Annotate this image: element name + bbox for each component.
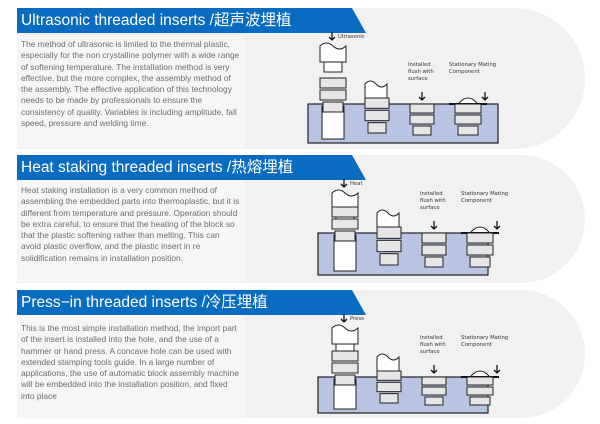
- insert-ring: [421, 244, 447, 256]
- insert-ring: [376, 239, 402, 253]
- section-body: This is the most simple installation met…: [17, 315, 245, 417]
- insert-ring: [457, 125, 479, 136]
- arrow-down-icon: [493, 365, 501, 374]
- insert-ring: [466, 232, 494, 244]
- insert-ring: [424, 256, 444, 268]
- section-title: Ultrasonic threaded inserts /超声波埋植: [17, 8, 366, 33]
- mating-label: Stationary Mating: [461, 335, 508, 341]
- insert-ring: [421, 376, 447, 386]
- flush-label: surface: [408, 76, 428, 82]
- insert-ring: [376, 370, 402, 381]
- screw-head: [470, 370, 490, 377]
- section-body: Heat staking installation is a very comm…: [17, 180, 245, 282]
- tool-head: [364, 80, 388, 101]
- insert-ring: [331, 218, 359, 230]
- insert-ring: [334, 374, 356, 386]
- insert-ring: [469, 256, 491, 268]
- insert-ring: [319, 77, 347, 89]
- insert-ring: [421, 386, 447, 396]
- mating-label: Component: [461, 342, 492, 348]
- tool-label: Ultrasonic: [338, 34, 365, 40]
- tool-head: [376, 209, 400, 230]
- tool-head: [319, 42, 347, 63]
- flush-label: Installed: [408, 62, 431, 68]
- screw-head: [470, 226, 490, 233]
- tool-head: [376, 353, 400, 374]
- mating-label: Component: [449, 69, 480, 75]
- flush-label: flush with: [408, 69, 434, 75]
- mating-label: Component: [461, 198, 492, 204]
- insert-ring: [376, 381, 402, 393]
- insert-ring: [331, 350, 359, 362]
- insert-ring: [469, 396, 491, 406]
- insert-ring: [331, 206, 359, 218]
- tool-label: Heat: [350, 181, 363, 187]
- insert-ring: [334, 230, 356, 242]
- tool-head: [331, 189, 359, 210]
- arrow-down-icon: [481, 92, 489, 101]
- arrow-down-icon: [418, 92, 426, 101]
- insert-ring: [319, 89, 347, 101]
- insert-ring: [409, 103, 435, 114]
- insert-ring: [454, 103, 482, 114]
- insert-ring: [379, 253, 399, 266]
- insert-ring: [376, 226, 402, 239]
- section-title: Press−in threaded inserts /冷压埋植: [17, 290, 366, 315]
- flush-label: flush with: [420, 198, 446, 204]
- insert-ring: [364, 97, 390, 109]
- flush-label: flush with: [420, 342, 446, 348]
- insert-ring: [466, 376, 494, 386]
- insert-ring: [412, 125, 432, 136]
- arrow-down-icon: [493, 221, 501, 230]
- flush-label: Installed: [420, 335, 443, 341]
- tool-label: Press: [350, 316, 364, 322]
- screw-head: [458, 97, 478, 104]
- insert-ring: [409, 114, 435, 125]
- insert-ring: [367, 122, 387, 134]
- insert-ring: [364, 109, 390, 122]
- insert-ring: [424, 396, 444, 406]
- arrow-down-icon: [340, 179, 348, 188]
- arrow-down-icon: [430, 365, 438, 374]
- insert-ring: [454, 114, 482, 125]
- flush-label: Installed: [420, 191, 443, 197]
- arrow-down-icon: [328, 32, 336, 41]
- insert-ring: [379, 393, 399, 404]
- mating-label: Stationary Mating: [449, 62, 496, 68]
- section-body: The method of ultrasonic is limited to t…: [17, 35, 245, 148]
- insert-ring: [331, 362, 359, 374]
- insert-ring: [466, 386, 494, 396]
- flush-label: surface: [420, 205, 440, 211]
- arrow-down-icon: [430, 221, 438, 230]
- arrow-down-icon: [340, 314, 348, 323]
- tool-shank: [323, 61, 343, 73]
- flush-label: surface: [420, 349, 440, 355]
- insert-ring: [421, 232, 447, 244]
- tool-head: [331, 324, 359, 345]
- insert-ring: [466, 244, 494, 256]
- mating-label: Stationary Mating: [461, 191, 508, 197]
- insert-ring: [322, 101, 344, 113]
- section-title: Heat staking threaded inserts /热熔埋植: [17, 155, 366, 180]
